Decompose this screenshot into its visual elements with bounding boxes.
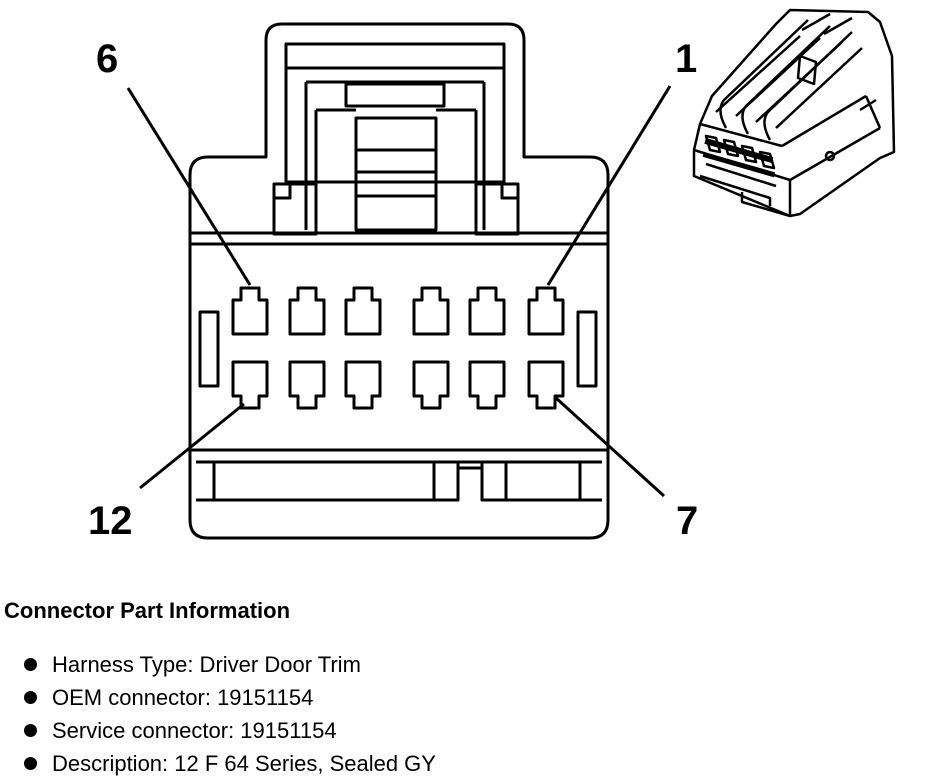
info-title: Connector Part Information xyxy=(4,598,291,623)
cavity xyxy=(344,360,382,410)
bullet-icon xyxy=(24,691,37,704)
info-item-harness-type: Harness Type: Driver Door Trim xyxy=(4,648,904,681)
info-item-description: Description: 12 F 64 Series, Sealed GY xyxy=(4,747,904,780)
connector-body xyxy=(188,22,610,540)
info-item-oem-connector: OEM connector: 19151154 xyxy=(4,681,904,714)
cavity xyxy=(344,286,382,336)
cavity xyxy=(412,286,450,336)
bullet-icon xyxy=(24,658,37,671)
cavity xyxy=(468,286,506,336)
info-item-service-connector: Service connector: 19151154 xyxy=(4,714,904,747)
cavity xyxy=(527,360,565,410)
info-item-text: Harness Type: Driver Door Trim xyxy=(52,652,361,677)
info-item-text: Service connector: 19151154 xyxy=(52,718,337,743)
cavity xyxy=(231,360,269,410)
cavity xyxy=(288,286,326,336)
cavity xyxy=(231,286,269,336)
pin-label-6: 6 xyxy=(96,37,118,81)
pin-label-12: 12 xyxy=(88,499,133,543)
bullet-icon xyxy=(24,724,37,737)
cavity xyxy=(527,286,565,336)
connector-3d-illustration xyxy=(692,8,896,218)
info-item-text: Description: 12 F 64 Series, Sealed GY xyxy=(52,751,436,776)
connector-part-info: Connector Part Information Harness Type:… xyxy=(4,596,904,780)
info-list: Harness Type: Driver Door Trim OEM conne… xyxy=(4,648,904,780)
info-item-text: OEM connector: 19151154 xyxy=(52,685,314,710)
cavity xyxy=(412,360,450,410)
pin-label-7: 7 xyxy=(676,499,698,543)
cavity xyxy=(468,360,506,410)
pin-label-1: 1 xyxy=(675,37,697,81)
bullet-icon xyxy=(24,757,37,770)
connector-diagram: 6 1 12 7 xyxy=(88,8,896,543)
cavity xyxy=(288,360,326,410)
